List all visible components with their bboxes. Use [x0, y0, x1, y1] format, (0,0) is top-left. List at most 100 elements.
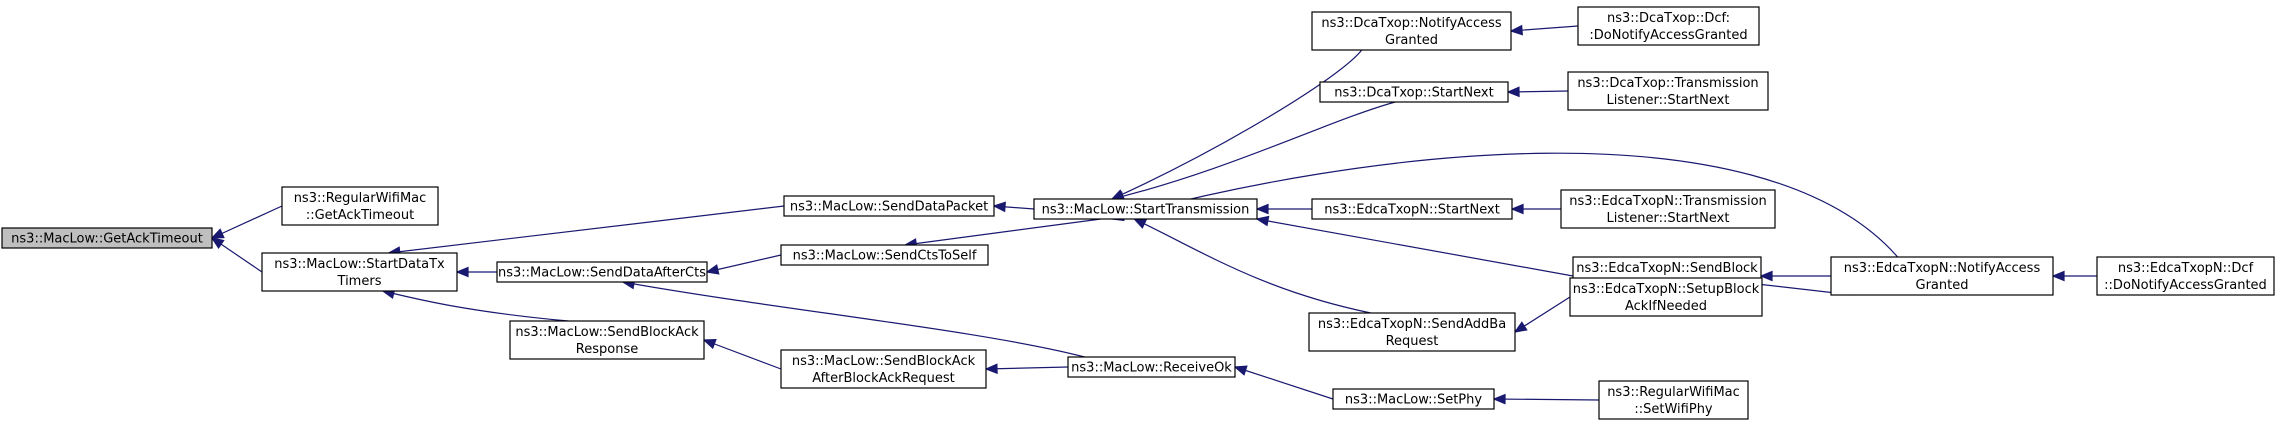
node-senddataaftercts[interactable]: ns3::MacLow::SendDataAfterCts [496, 261, 708, 283]
arrowhead [2051, 270, 2065, 282]
node-label: Listener::StartNext [1607, 93, 1730, 108]
node-dca-startnext[interactable]: ns3::DcaTxop::StartNext [1319, 81, 1509, 103]
node-dca-dcf-donotify[interactable]: ns3::DcaTxop::Dcf::DoNotifyAccessGranted [1577, 6, 1760, 46]
edge-senddataaftercts-to-startdatatxtimers [455, 266, 497, 278]
node-label: ns3::MacLow::StartTransmission [1042, 203, 1250, 218]
node-label: ns3::DcaTxop::NotifyAccess [1321, 16, 1502, 31]
node-sendblockackafter[interactable]: ns3::MacLow::SendBlockAckAfterBlockAckRe… [780, 349, 987, 389]
node-box [1598, 380, 1749, 420]
node-label: ::DoNotifyAccessGranted [2104, 278, 2267, 293]
node-label: ns3::EdcaTxopN::Dcf [2118, 261, 2254, 276]
edge-line [1134, 218, 1371, 314]
node-label: ns3::MacLow::SendBlockAck [515, 325, 699, 340]
node-label: ns3::MacLow::SendBlockAck [792, 354, 976, 369]
arrowhead [984, 363, 998, 375]
node-box [1311, 198, 1513, 220]
node-label: ns3::EdcaTxopN::NotifyAccess [1844, 261, 2041, 276]
node-label: Timers [337, 274, 382, 289]
node-box [1577, 6, 1760, 46]
node-label: AfterBlockAckRequest [812, 371, 955, 386]
node-label: ns3::EdcaTxopN::SendBlock [1576, 261, 1758, 276]
node-senddatapacket[interactable]: ns3::MacLow::SendDataPacket [783, 195, 995, 217]
node-label: Granted [1385, 33, 1438, 48]
edge-line [1111, 49, 1363, 200]
node-box [496, 261, 708, 283]
node-edca-dcf-donotify[interactable]: ns3::EdcaTxopN::Dcf::DoNotifyAccessGrant… [2096, 256, 2275, 296]
node-box [2096, 256, 2275, 296]
node-label: ::GetAckTimeout [306, 208, 414, 223]
edge-starttransmission-to-senddatapacket [992, 201, 1035, 213]
node-label: AckIfNeeded [1625, 299, 1707, 314]
node-regwifimac-getacktimeout[interactable]: ns3::RegularWifiMac::GetAckTimeout [281, 186, 439, 226]
edge-line [706, 254, 782, 273]
node-label: ns3::EdcaTxopN::SetupBlock [1573, 282, 1760, 297]
edge-line [1111, 101, 1396, 200]
edge-line [388, 205, 785, 254]
node-box [509, 320, 705, 360]
node-sendctstoself[interactable]: ns3::MacLow::SendCtsToSelf [780, 244, 989, 266]
node-box [1033, 198, 1258, 220]
node-label: ns3::MacLow::SendDataAfterCts [498, 266, 706, 281]
arrowhead [1506, 86, 1520, 98]
node-label: ::SetWifiPhy [1634, 402, 1713, 417]
node-edca-startnext[interactable]: ns3::EdcaTxopN::StartNext [1311, 198, 1513, 220]
node-label: :DoNotifyAccessGranted [1589, 28, 1747, 43]
node-box [281, 186, 439, 226]
node-label: ns3::DcaTxop::StartNext [1334, 86, 1493, 101]
edge-regwifimac-getacktimeout-to-getacktimeout [210, 205, 283, 239]
edge-startdatatxtimers-to-getacktimeout [210, 237, 263, 273]
node-starttransmission[interactable]: ns3::MacLow::StartTransmission [1033, 198, 1258, 220]
edge-starttransmission-to-sendctstoself [903, 218, 1101, 249]
node-label: ns3::RegularWifiMac [294, 191, 427, 206]
edge-edca-setupblockack-to-edca-sendaddba [1513, 296, 1571, 333]
edge-line [382, 290, 569, 322]
edge-line [1234, 366, 1334, 400]
arrowhead [1509, 24, 1523, 36]
node-box [1067, 356, 1236, 378]
node-box [1308, 312, 1516, 352]
edge-dca-notifyaccessgranted-to-starttransmission [1110, 49, 1363, 200]
node-receiveok[interactable]: ns3::MacLow::ReceiveOk [1067, 356, 1236, 378]
arrowhead [992, 201, 1006, 213]
node-dca-notifyaccessgranted[interactable]: ns3::DcaTxop::NotifyAccessGranted [1311, 11, 1512, 51]
arrowhead [702, 339, 717, 350]
edge-line [1493, 398, 1600, 401]
edge-edca-startnext-to-starttransmission [1255, 203, 1312, 215]
node-getacktimeout[interactable]: ns3::MacLow::GetAckTimeout [1, 227, 213, 249]
node-box [1319, 81, 1509, 103]
edge-senddatapacket-to-startdatatxtimers [387, 205, 785, 257]
node-dca-translistener[interactable]: ns3::DcaTxop::TransmissionListener::Star… [1567, 71, 1769, 111]
edge-edca-sendblockackreq-to-starttransmission [1255, 215, 1574, 277]
node-label: ns3::EdcaTxopN::SendAddBa [1318, 317, 1506, 332]
node-box [1, 227, 213, 249]
node-edca-translistener[interactable]: ns3::EdcaTxopN::TransmissionListener::St… [1560, 189, 1776, 229]
edge-line [905, 218, 1101, 246]
arrowhead [1759, 270, 1773, 282]
edge-sendblockackafter-to-sendblockackresponse [702, 339, 782, 370]
node-box [1830, 256, 2054, 296]
node-label: ns3::MacLow::StartDataTx [274, 257, 445, 272]
node-regwifimac-setwifiphy[interactable]: ns3::RegularWifiMac::SetWifiPhy [1598, 380, 1749, 420]
arrowhead [705, 264, 720, 275]
edge-sendblockackresponse-to-startdatatxtimers [381, 288, 569, 322]
edge-line [985, 366, 1069, 370]
node-edca-notifyaccessgranted[interactable]: ns3::EdcaTxopN::NotifyAccessGranted [1830, 256, 2054, 296]
node-label: ns3::MacLow::ReceiveOk [1071, 361, 1232, 376]
edge-line [622, 281, 1085, 358]
edge-receiveok-to-sendblockackafter [984, 363, 1069, 375]
edge-regwifimac-setwifiphy-to-setphy [1492, 393, 1600, 405]
node-box [1567, 71, 1769, 111]
edge-edca-translistener-to-edca-startnext [1510, 203, 1561, 215]
node-label: ns3::MacLow::GetAckTimeout [11, 232, 203, 247]
node-box [783, 195, 995, 217]
node-box [780, 349, 987, 389]
node-setphy[interactable]: ns3::MacLow::SetPhy [1332, 388, 1495, 410]
edge-sendctstoself-to-senddataaftercts [705, 254, 782, 275]
arrowhead [210, 228, 225, 239]
edge-line [1111, 152, 1899, 258]
node-label: ns3::EdcaTxopN::Transmission [1569, 194, 1767, 209]
